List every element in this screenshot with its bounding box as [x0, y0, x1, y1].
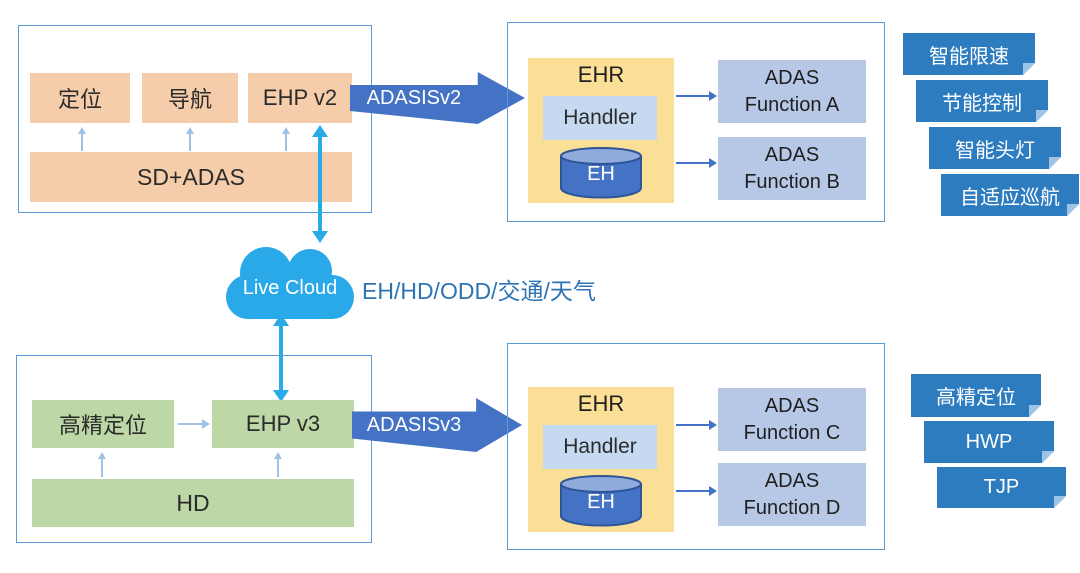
up-arrow-icon [186, 127, 194, 151]
top-handler-box: Handler [543, 96, 657, 140]
live-cloud-label: Live Cloud [242, 277, 338, 299]
top-ehr-title: EHR [577, 62, 625, 87]
bottom-eh-label: EH [587, 491, 615, 513]
function-c-line2: Function C [743, 421, 841, 444]
up-arrow-icon [274, 452, 282, 477]
cloud-annotation: EH/HD/ODD/交通/天气 [362, 278, 596, 304]
function-d-line2: Function D [743, 496, 841, 519]
function-b-line1: ADAS [764, 143, 820, 166]
double-arrow-ehpv2-cloud-icon [312, 125, 328, 243]
top-ehr-group-box [507, 22, 885, 222]
tag-tjp: TJP [937, 467, 1066, 508]
adasisv3-arrow-label: ADASISv3 [366, 413, 462, 436]
tag-smart-headlight: 智能头灯 [929, 127, 1061, 169]
tag-adaptive-cruise: 自适应巡航 [941, 174, 1079, 216]
function-a-line2: Function A [744, 93, 840, 116]
connector-arrow-icon [676, 158, 717, 168]
adasisv2-arrow: ADASISv2 [350, 72, 525, 124]
up-arrow-icon [282, 127, 290, 151]
function-a-line1: ADAS [764, 66, 820, 89]
tag-hwp: HWP [924, 421, 1054, 463]
double-arrow-cloud-ehpv3-icon [273, 314, 289, 402]
bottom-handler-box: Handler [543, 425, 657, 469]
adas-function-d-box: ADAS Function D [718, 463, 866, 526]
adasisv3-arrow: ADASISv3 [352, 398, 522, 452]
module-hd-positioning: 高精定位 [32, 400, 174, 448]
connector-arrow-icon [676, 420, 717, 430]
top-eh-label: EH [587, 163, 615, 185]
adas-function-b-box: ADAS Function B [718, 137, 866, 200]
tag-smart-speed-limit: 智能限速 [903, 33, 1035, 75]
tag-energy-saving-control: 节能控制 [916, 80, 1048, 122]
live-cloud-icon [224, 243, 356, 326]
module-ehp-v2: EHP v2 [248, 73, 352, 123]
module-ehp-v3: EHP v3 [212, 400, 354, 448]
connector-arrow-icon [178, 419, 210, 429]
top-source-group-box [18, 25, 372, 213]
function-c-line1: ADAS [764, 394, 820, 417]
top-eh-database-icon [558, 146, 644, 205]
function-b-line2: Function B [744, 170, 840, 193]
bottom-ehr-title: EHR [577, 391, 625, 416]
up-arrow-icon [98, 452, 106, 477]
module-positioning: 定位 [30, 73, 130, 123]
module-navigation: 导航 [142, 73, 238, 123]
connector-arrow-icon [676, 91, 717, 101]
adas-function-a-box: ADAS Function A [718, 60, 866, 123]
bottom-source-group-box [16, 355, 372, 543]
function-d-line1: ADAS [764, 469, 820, 492]
connector-arrow-icon [676, 486, 717, 496]
base-sd-adas: SD+ADAS [30, 152, 352, 202]
bottom-ehr-group-box [507, 343, 885, 550]
tag-hd-positioning: 高精定位 [911, 374, 1041, 417]
up-arrow-icon [78, 127, 86, 151]
bottom-eh-database-icon [558, 474, 644, 533]
adas-function-c-box: ADAS Function C [718, 388, 866, 451]
base-hd: HD [32, 479, 354, 527]
adasisv2-arrow-label: ADASISv2 [366, 86, 462, 109]
